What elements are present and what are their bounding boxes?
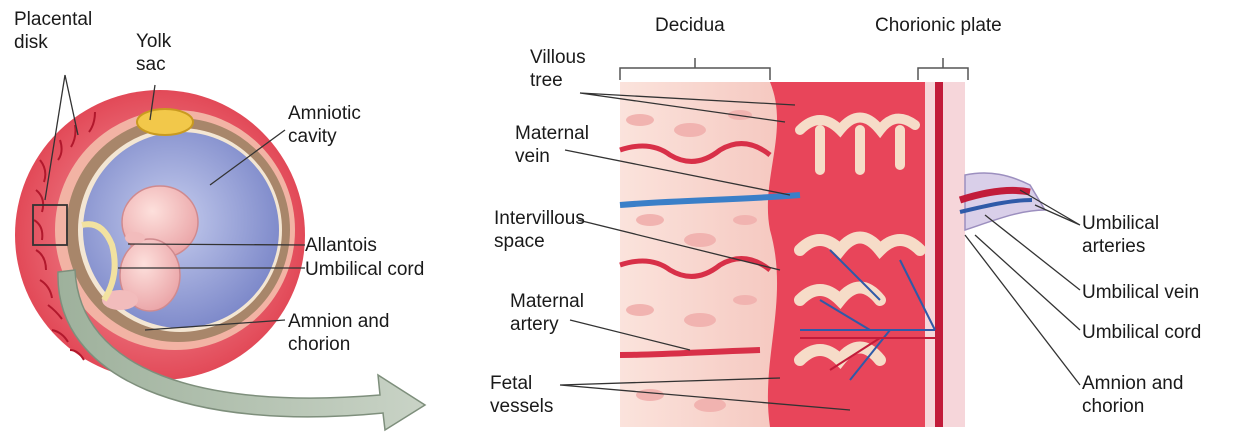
label-line: Maternal <box>515 122 589 145</box>
label-maternal-artery: Maternal artery <box>510 290 584 336</box>
label-line: artery <box>510 313 584 336</box>
yolk-sac <box>137 109 193 135</box>
label-line: chorion <box>1082 395 1183 418</box>
label-line: Chorionic plate <box>875 14 1002 37</box>
label-line: Umbilical vein <box>1082 281 1199 304</box>
label-umbilical-cord-right: Umbilical cord <box>1082 321 1201 344</box>
label-line: Yolk <box>136 30 171 53</box>
label-villous-tree: Villous tree <box>530 46 586 92</box>
label-umbilical-cord-left: Umbilical cord <box>305 258 424 281</box>
label-line: Amnion and <box>1082 372 1183 395</box>
label-chorionic-plate: Chorionic plate <box>875 14 1002 37</box>
brackets <box>620 58 968 80</box>
label-line: Amniotic <box>288 102 361 125</box>
label-line: vein <box>515 145 589 168</box>
label-amniotic-cavity: Amniotic cavity <box>288 102 361 148</box>
label-placental-disk: Placental disk <box>14 8 92 54</box>
label-yolk-sac: Yolk sac <box>136 30 171 76</box>
label-amnion-chorion-left: Amnion and chorion <box>288 310 389 356</box>
chorionic-plate-strip <box>925 82 965 427</box>
label-line: disk <box>14 31 92 54</box>
label-line: Placental <box>14 8 92 31</box>
label-line: arteries <box>1082 235 1159 258</box>
label-line: Maternal <box>510 290 584 313</box>
label-intervillous-space: Intervillous space <box>494 207 585 253</box>
placenta-section <box>620 58 1045 427</box>
label-amnion-chorion-right: Amnion and chorion <box>1082 372 1183 418</box>
label-line: Decidua <box>655 14 725 37</box>
label-allantois: Allantois <box>305 234 377 257</box>
label-umbilical-arteries: Umbilical arteries <box>1082 212 1159 258</box>
label-maternal-vein: Maternal vein <box>515 122 589 168</box>
label-line: vessels <box>490 395 553 418</box>
label-line: tree <box>530 69 586 92</box>
label-line: chorion <box>288 333 389 356</box>
label-line: Villous <box>530 46 586 69</box>
label-line: Umbilical cord <box>1082 321 1201 344</box>
label-fetal-vessels: Fetal vessels <box>490 372 553 418</box>
label-line: Amnion and <box>288 310 389 333</box>
label-umbilical-vein: Umbilical vein <box>1082 281 1199 304</box>
label-line: Intervillous <box>494 207 585 230</box>
label-line: Fetal <box>490 372 553 395</box>
label-line: Umbilical <box>1082 212 1159 235</box>
label-line: Umbilical cord <box>305 258 424 281</box>
label-line: sac <box>136 53 171 76</box>
label-line: Allantois <box>305 234 377 257</box>
label-decidua: Decidua <box>655 14 725 37</box>
label-line: space <box>494 230 585 253</box>
label-line: cavity <box>288 125 361 148</box>
